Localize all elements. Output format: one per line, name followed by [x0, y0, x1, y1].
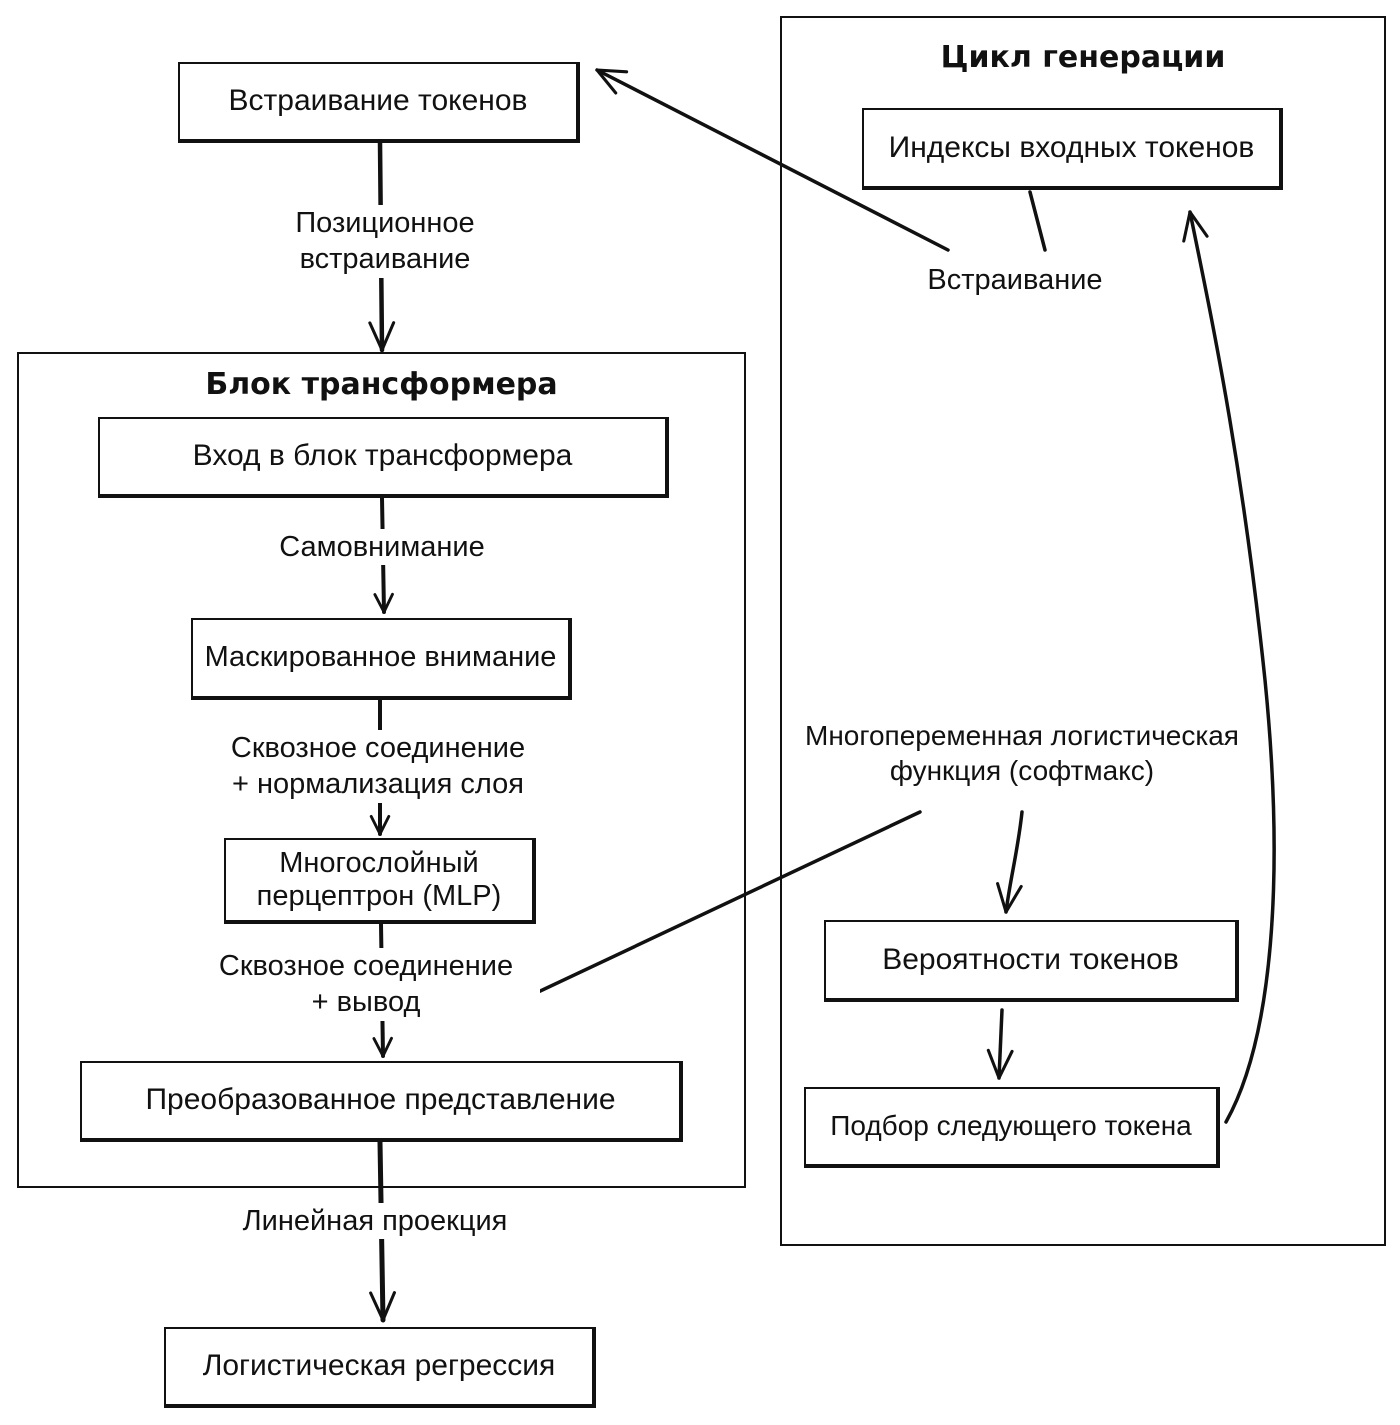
edge-output-to-softmax: [498, 810, 922, 1012]
edge-label-embedding: Встраивание: [910, 262, 1120, 299]
edge-softmax-to-probabilities: [996, 810, 1024, 914]
transformer-block-group: Блок трансформера: [17, 352, 746, 1188]
edge-label-positional-embedding: Позиционное встраивание: [270, 205, 500, 278]
node-next-token-sampling: Подбор следующего токена: [804, 1087, 1220, 1168]
node-block-input: Вход в блок трансформера: [98, 417, 669, 498]
node-transformed-representation: Преобразованное представление: [80, 1061, 683, 1142]
transformer-block-title: Блок трансформера: [205, 367, 558, 402]
generation-loop-title: Цикл генерации: [940, 40, 1226, 75]
node-input-token-indices: Индексы входных токенов: [862, 108, 1283, 190]
edge-probabilities-to-sampling: [986, 1008, 1014, 1080]
node-token-embedding: Встраивание токенов: [178, 62, 580, 143]
edge-label-self-attention: Самовнимание: [262, 529, 502, 566]
edge-label-linear-projection: Линейная проекция: [215, 1203, 535, 1240]
edge-label-residual-output: Сквозное соединение + вывод: [192, 948, 540, 1021]
edge-sampling-to-indices: [1182, 210, 1276, 1124]
node-token-probabilities: Вероятности токенов: [824, 920, 1239, 1002]
edge-indices-to-embedding: [1028, 190, 1047, 252]
edge-label-softmax: Многопеременная логистическая функция (с…: [790, 718, 1254, 788]
generation-loop-group: Цикл генерации: [780, 16, 1386, 1246]
edge-label-residual-layer-norm: Сквозное соединение + нормализация слоя: [200, 730, 556, 803]
node-masked-attention: Маскированное внимание: [191, 618, 572, 700]
node-mlp: Многослойный перцептрон (MLP): [224, 838, 536, 924]
edge-embedding-to-token-embedding: [595, 68, 950, 252]
node-logistic-regression: Логистическая регрессия: [164, 1327, 596, 1408]
